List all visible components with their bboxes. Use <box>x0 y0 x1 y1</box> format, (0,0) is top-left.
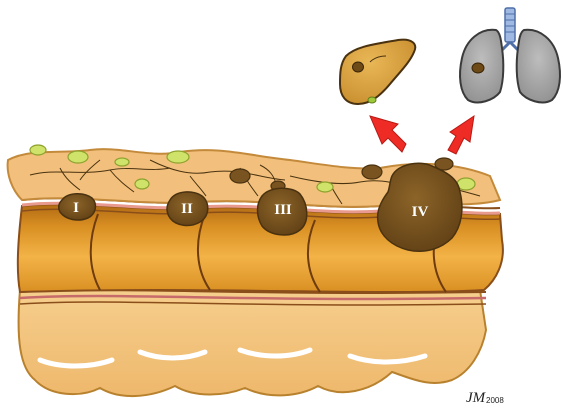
metastasis-arrow-lungs <box>448 116 474 154</box>
tumor-stage-iii: III <box>258 188 307 235</box>
metastasis-arrow-liver <box>370 116 406 152</box>
stage-label-iii: III <box>274 202 292 218</box>
stage-label-ii: II <box>181 201 193 217</box>
tumor-stage-ii: II <box>167 192 208 226</box>
lungs-icon <box>460 8 560 102</box>
artist-signature: JM 2008 <box>466 390 504 406</box>
stage-label-i: I <box>73 200 79 216</box>
liver-icon <box>340 40 415 104</box>
tumor-stage-i: I <box>59 194 96 220</box>
signature-year: 2008 <box>486 396 504 405</box>
signature-initials: JM <box>466 390 487 406</box>
stage-label-iv: IV <box>412 204 429 220</box>
outer-serosa-band <box>19 287 486 396</box>
